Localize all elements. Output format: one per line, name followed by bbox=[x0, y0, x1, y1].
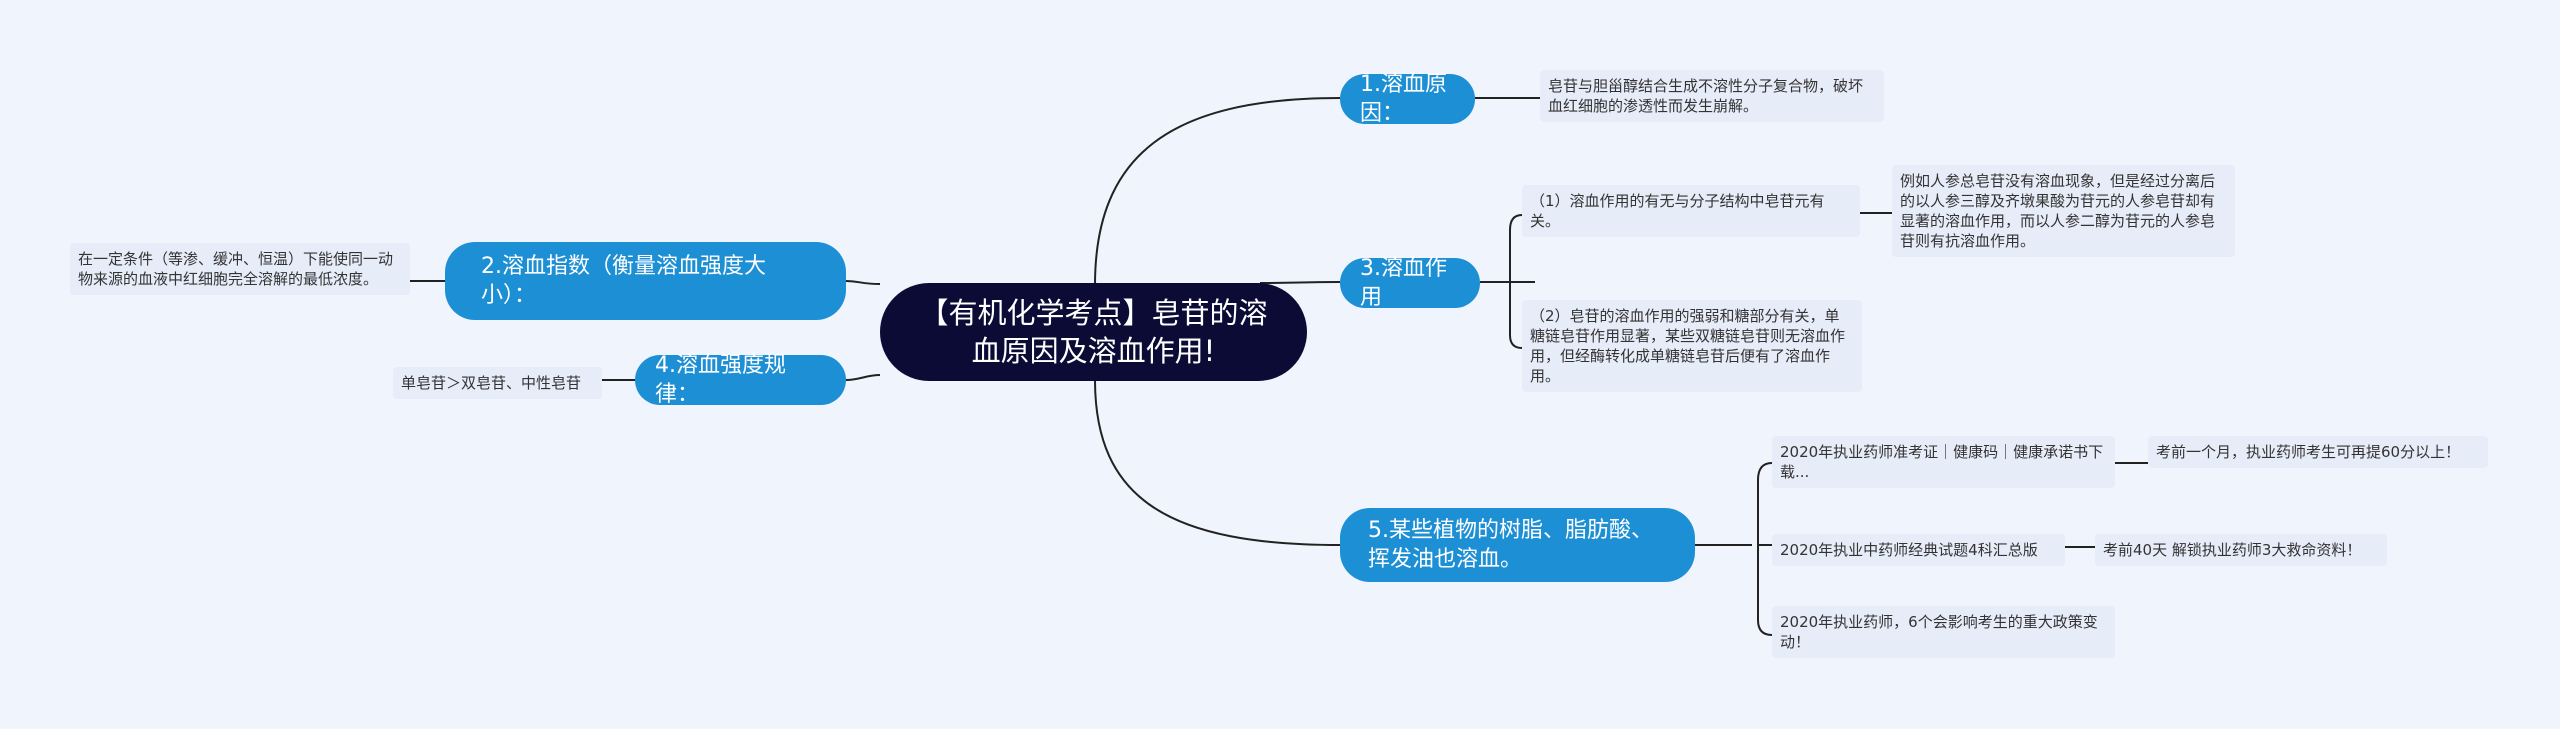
leaf-strength-rule[interactable]: 单皂苷＞双皂苷、中性皂苷 bbox=[393, 367, 602, 399]
link-b5-bracket bbox=[1695, 462, 1773, 636]
leaf-cause-detail[interactable]: 皂苷与胆甾醇结合生成不溶性分子复合物，破坏血红细胞的渗透性而发生崩解。 bbox=[1540, 70, 1884, 122]
branch-label: 1.溶血原因： bbox=[1360, 72, 1447, 126]
leaf-link-score-boost[interactable]: 考前一个月，执业药师考生可再提60分以上！ bbox=[2148, 436, 2488, 468]
link-center-b4 bbox=[845, 374, 881, 381]
central-topic-label: 【有机化学考点】皂苷的溶血原因及溶血作用! bbox=[919, 296, 1268, 368]
leaf-link-policy-changes[interactable]: 2020年执业药师，6个会影响考生的重大政策变动！ bbox=[1772, 606, 2115, 658]
link-center-b2 bbox=[845, 280, 881, 285]
leaf-link-admission-ticket[interactable]: 2020年执业药师准考证｜健康码｜健康承诺书下载... bbox=[1772, 436, 2115, 488]
leaf-index-definition[interactable]: 在一定条件（等渗、缓冲、恒温）下能使同一动物来源的血液中红细胞完全溶解的最低浓度… bbox=[70, 243, 410, 295]
branch-label: 2.溶血指数（衡量溶血强度大小）： bbox=[481, 254, 766, 308]
central-topic[interactable]: 【有机化学考点】皂苷的溶血原因及溶血作用! bbox=[880, 283, 1307, 381]
link-center-b1 bbox=[1094, 97, 1341, 286]
branch-hemolytic-index[interactable]: 2.溶血指数（衡量溶血强度大小）： bbox=[445, 242, 846, 320]
leaf-effect-sugar[interactable]: （2）皂苷的溶血作用的强弱和糖部分有关，单糖链皂苷作用显著，某些双糖链皂苷则无溶… bbox=[1522, 300, 1862, 392]
branch-hemolysis-effect[interactable]: 3.溶血作用 bbox=[1340, 256, 1480, 310]
link-center-b5 bbox=[1094, 379, 1341, 546]
branch-label: 3.溶血作用 bbox=[1360, 256, 1447, 310]
link-center-b3 bbox=[1259, 281, 1341, 284]
leaf-link-exam-collection[interactable]: 2020年执业中药师经典试题4科汇总版 bbox=[1772, 534, 2065, 566]
branch-hemolysis-strength-rule[interactable]: 4.溶血强度规律： bbox=[635, 353, 846, 407]
branch-label: 4.溶血强度规律： bbox=[655, 353, 786, 407]
link-b3-bracket bbox=[1480, 214, 1535, 349]
branch-other-hemolytics[interactable]: 5.某些植物的树脂、脂肪酸、挥发油也溶血。 bbox=[1340, 508, 1695, 582]
leaf-effect-structure-example[interactable]: 例如人参总皂苷没有溶血现象，但是经过分离后的以人参三醇及齐墩果酸为苷元的人参皂苷… bbox=[1892, 165, 2235, 257]
leaf-link-lifesaving-materials[interactable]: 考前40天 解锁执业药师3大救命资料！ bbox=[2095, 534, 2387, 566]
leaf-effect-structure[interactable]: （1）溶血作用的有无与分子结构中皂苷元有关。 bbox=[1522, 185, 1860, 237]
branch-label: 5.某些植物的树脂、脂肪酸、挥发油也溶血。 bbox=[1368, 518, 1653, 572]
branch-hemolysis-cause[interactable]: 1.溶血原因： bbox=[1340, 72, 1475, 126]
